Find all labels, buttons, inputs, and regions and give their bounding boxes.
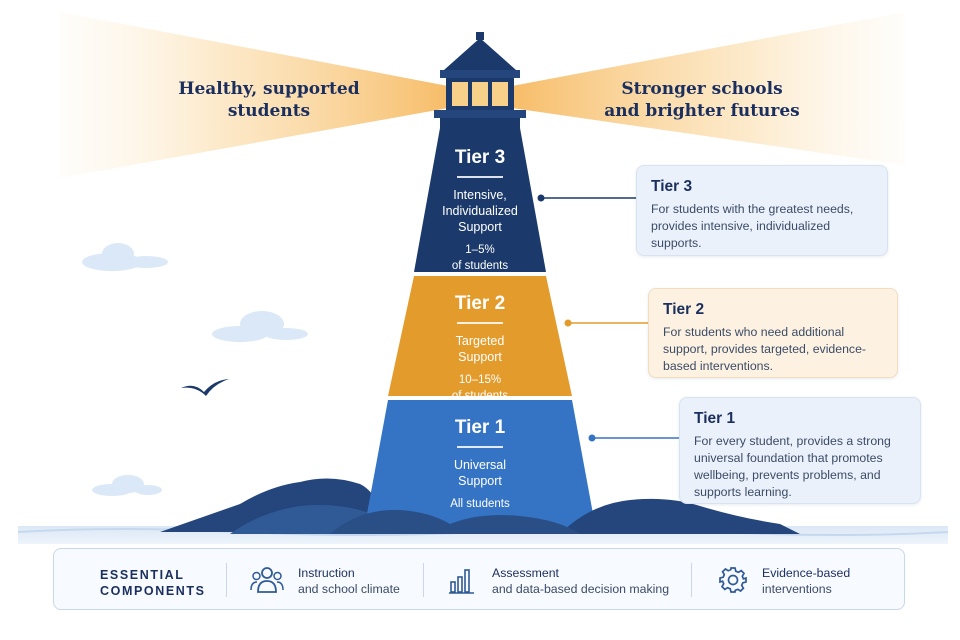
people-icon	[250, 567, 284, 593]
bar-chart-icon	[449, 569, 474, 594]
lantern-room	[434, 32, 526, 128]
connector-tier-1	[588, 434, 679, 442]
tier-3-label-line1: Intensive,	[453, 187, 507, 202]
tier-3-rule	[457, 176, 503, 178]
light-beam-right	[512, 12, 905, 165]
tier-3-label-line3: Support	[458, 219, 502, 234]
tier-2-card-body: For students who need additional support…	[663, 325, 867, 373]
tier-1-card-body: For every student, provides a strong uni…	[694, 434, 891, 499]
tier-1-label: Tier 1 Universal Support All students	[388, 416, 572, 512]
headline-left: Healthy, supported students	[176, 78, 362, 122]
cloud-left-lower	[92, 475, 162, 496]
component-assessment: Assessment and data-based decision makin…	[492, 566, 669, 597]
headline-left-line1: Healthy, supported	[178, 79, 360, 99]
tier-2-rule	[457, 322, 503, 324]
essential-components-heading-line2: COMPONENTS	[100, 584, 206, 598]
gear-icon	[719, 567, 747, 593]
cloud-left-middle	[212, 311, 308, 342]
component-evidence-based-line2: interventions	[762, 582, 832, 596]
tier-2-label: Tier 2 Targeted Support 10–15% of studen…	[402, 292, 558, 404]
tier-2-card: Tier 2 For students who need additional …	[648, 288, 898, 378]
tier-2-label-line2: Support	[458, 349, 502, 364]
tier-1-title: Tier 1	[454, 417, 506, 438]
rocks-right	[560, 498, 800, 534]
tier-2-section	[388, 276, 572, 396]
component-evidence-based-line1: Evidence-based	[762, 566, 851, 580]
tier-2-card-title: Tier 2	[663, 301, 705, 318]
headline-right-line2: and brighter futures	[604, 101, 800, 121]
tier-1-share-line1: All students	[450, 497, 510, 510]
light-beam-left	[60, 12, 448, 178]
tier-2-share-line1: 10–15%	[458, 373, 502, 386]
tier-2-title: Tier 2	[454, 293, 506, 314]
divider	[691, 563, 692, 597]
component-instruction: Instruction and school climate	[298, 566, 400, 597]
tier-3-card-title: Tier 3	[651, 178, 693, 195]
tier-1-section	[364, 400, 596, 530]
tier-3-label-line2: Individualized	[442, 203, 518, 218]
tier-1-card: Tier 1 For every student, provides a str…	[679, 397, 921, 504]
tier-1-label-line1: Universal	[453, 457, 507, 472]
essential-components-heading-line1: ESSENTIAL	[100, 568, 185, 582]
component-instruction-line2: and school climate	[298, 582, 400, 596]
tier-1-rule	[457, 446, 503, 448]
component-evidence-based: Evidence-based interventions	[762, 566, 850, 597]
tier-1-label-line2: Support	[458, 473, 502, 488]
cloud-left-upper	[82, 243, 168, 271]
tier-2-label-line1: Targeted	[455, 333, 505, 348]
tier-3-section	[414, 128, 546, 272]
divider	[423, 563, 424, 597]
essential-components-bar: ESSENTIAL COMPONENTS Instruction and sch…	[53, 548, 905, 610]
tier-2-share-line2: of students	[451, 389, 509, 402]
tier-1-card-title: Tier 1	[694, 410, 736, 427]
tier-3-share-line1: 1–5%	[465, 243, 495, 256]
tier-3-share-line2: of students	[451, 259, 509, 272]
headline-left-line2: students	[227, 101, 311, 121]
component-instruction-line1: Instruction	[298, 566, 355, 580]
component-assessment-line2: and data-based decision making	[492, 582, 670, 596]
headline-right-line1: Stronger schools	[621, 79, 783, 99]
rocks-center	[330, 509, 580, 534]
tier-3-card: Tier 3 For students with the greatest ne…	[636, 165, 888, 256]
essential-components-heading: ESSENTIAL COMPONENTS	[100, 567, 206, 599]
tier-3-card-body: For students with the greatest needs, pr…	[651, 202, 854, 250]
connector-tier-2	[564, 319, 648, 327]
tier-3-title: Tier 3	[454, 147, 506, 168]
bird-icon	[181, 379, 229, 396]
divider	[226, 563, 227, 597]
headline-right: Stronger schools and brighter futures	[602, 78, 802, 122]
component-assessment-line1: Assessment	[492, 566, 559, 580]
tier-3-label: Tier 3 Intensive, Individualized Support…	[418, 146, 542, 274]
connector-tier-3	[537, 194, 636, 202]
